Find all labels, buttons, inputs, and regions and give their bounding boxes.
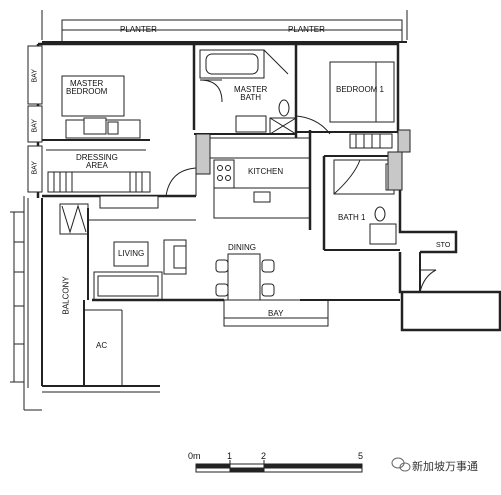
bay-label-1: BAY bbox=[31, 69, 39, 83]
dining-label: DINING bbox=[228, 243, 256, 252]
planter-right-label: PLANTER bbox=[288, 25, 325, 34]
kitchen-label: KITCHEN bbox=[248, 167, 284, 176]
wechat-icon bbox=[391, 457, 411, 472]
balcony-label: BALCONY bbox=[61, 276, 71, 315]
scale-label-2: 2 bbox=[261, 451, 267, 461]
ac-label: AC bbox=[96, 341, 108, 350]
planter-left-label: PLANTER bbox=[120, 25, 157, 34]
bay-label-2: BAY bbox=[31, 119, 39, 133]
bedroom-1-label: BEDROOM 1 bbox=[336, 85, 385, 94]
master-bedroom-label: MASTER BEDROOM bbox=[66, 79, 108, 96]
bed-1 bbox=[329, 61, 379, 123]
bay-label-3: BAY bbox=[31, 161, 39, 175]
master-bed bbox=[61, 75, 125, 117]
master-bath-label: MASTER BATH bbox=[234, 85, 268, 102]
dining-table bbox=[227, 253, 261, 303]
scale-label-5: 5 bbox=[358, 451, 364, 461]
dressing-area-label: DRESSING AREA bbox=[76, 153, 118, 170]
scale-label-0: 0m bbox=[188, 451, 201, 461]
store-label: STO bbox=[436, 242, 451, 249]
bay-label: BAY bbox=[268, 309, 284, 318]
planter bbox=[61, 19, 403, 43]
living-label: LIVING bbox=[118, 249, 145, 258]
scale-label-1: 1 bbox=[227, 451, 233, 461]
scale-bar bbox=[195, 460, 363, 473]
bath-1-label: BATH 1 bbox=[338, 213, 366, 222]
watermark-text: 新加坡万事通 bbox=[412, 460, 478, 473]
